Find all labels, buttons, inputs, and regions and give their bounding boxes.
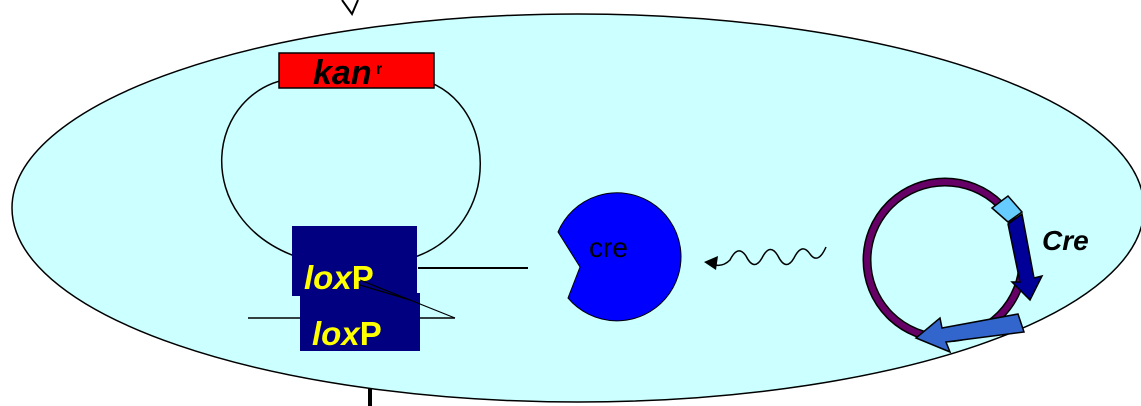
kan-superscript: r <box>376 61 382 78</box>
loxp-box-upper <box>292 226 417 296</box>
loxp-label-upper: loxP <box>304 259 374 296</box>
cre-protein-label: cre <box>589 232 628 263</box>
kan-label: kan <box>313 54 372 92</box>
top-arrow-mark <box>341 0 359 17</box>
mrna-wavy-arrow <box>711 246 827 267</box>
cre-protein-shape <box>557 192 682 322</box>
kan-resistance-box <box>278 52 435 89</box>
mrna-arrowhead <box>704 256 718 270</box>
gene-arrow-cre <box>1007 212 1044 302</box>
cre-gene-label: Cre <box>1042 225 1089 256</box>
crossover-lines <box>359 279 456 319</box>
gene-arrow-light <box>990 194 1024 223</box>
loxp-label-lower: loxP <box>312 315 382 352</box>
gene-arrow-mid <box>914 313 1025 354</box>
loxp-box-lower <box>300 293 420 351</box>
